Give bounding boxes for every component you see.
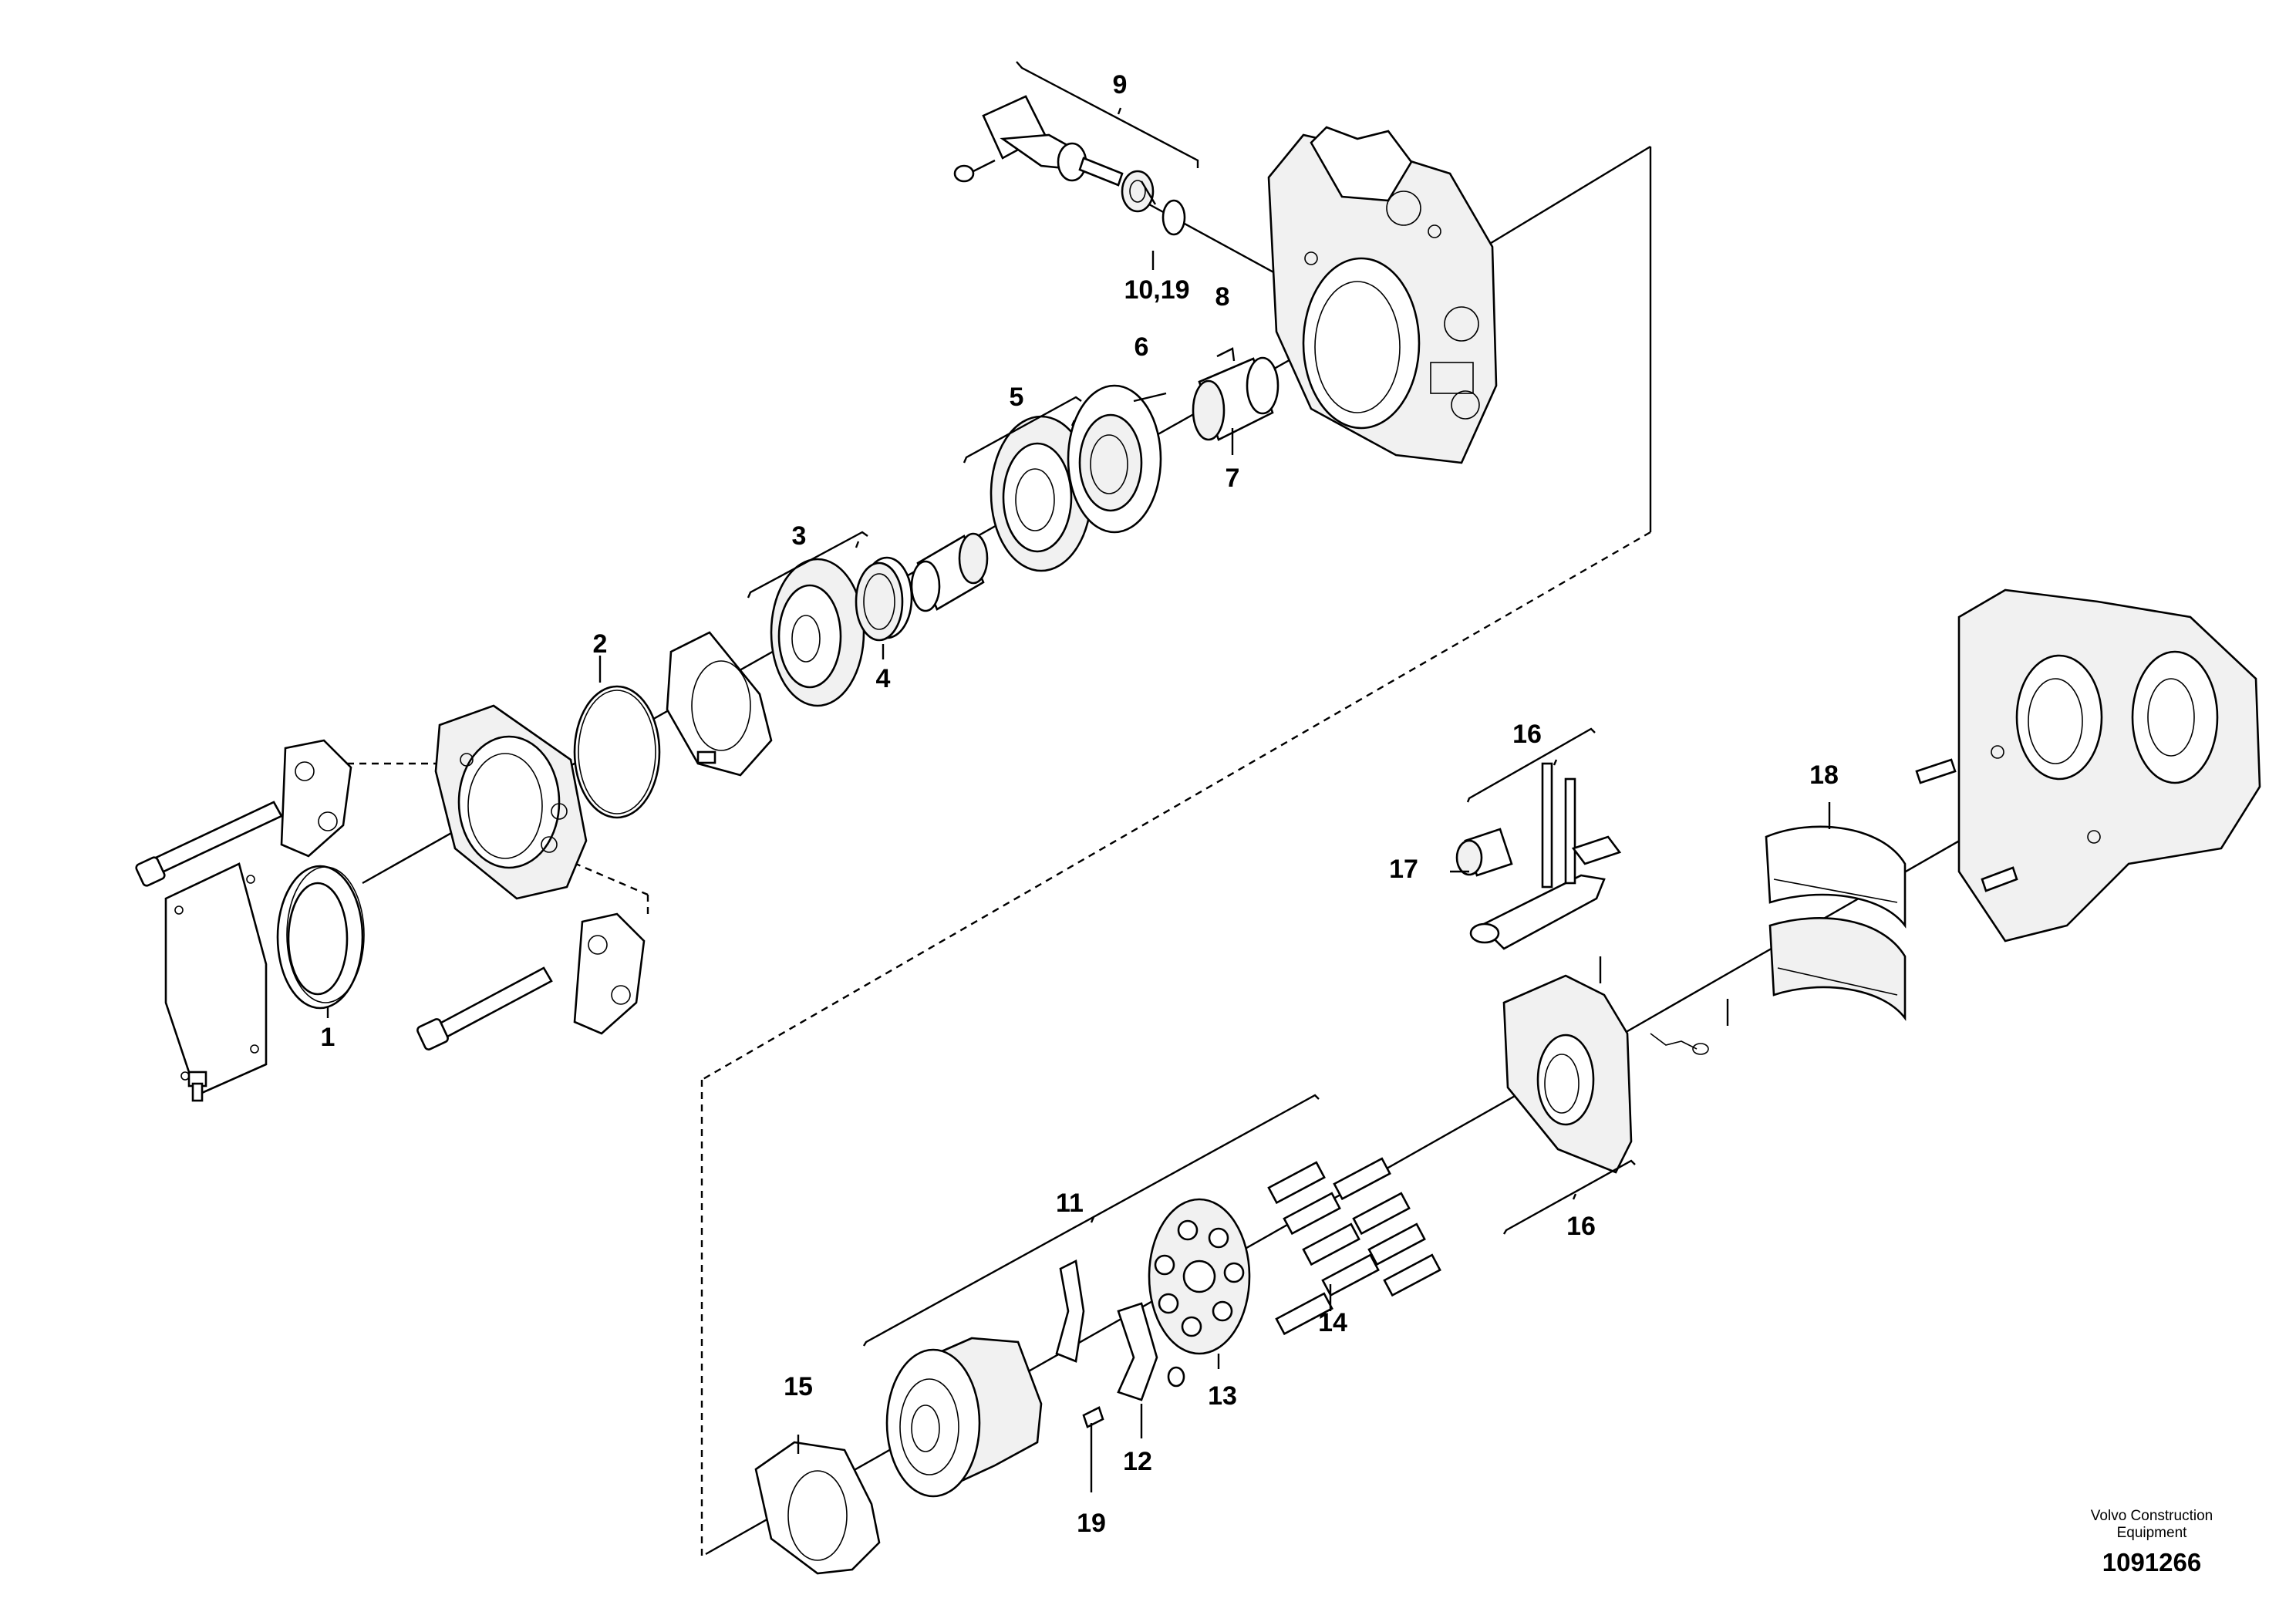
part-2-o-ring (573, 685, 661, 819)
bolt-clamps (280, 739, 646, 1035)
callout-15: 15 (784, 1372, 813, 1401)
part-7-bushing (1192, 356, 1279, 441)
callout-16-top: 16 (1512, 720, 1542, 749)
part-5-gear-pump (990, 384, 1162, 572)
main-pump-housing (1267, 126, 1498, 464)
part-1-shaft-seal (276, 865, 365, 1010)
part-10-o-ring (1161, 199, 1186, 236)
callout-3: 3 (791, 521, 807, 551)
part-4-bearing-ring (855, 556, 913, 642)
callout-19: 19 (1077, 1509, 1106, 1538)
splined-coupling (910, 532, 989, 612)
callout-18: 18 (1809, 760, 1839, 790)
manufacturer-name-line1: Volvo Construction (2090, 1508, 2213, 1524)
part-1-cover-plate (164, 862, 268, 1102)
part-16-yoke-block (1502, 956, 1729, 1174)
callout-4: 4 (875, 664, 891, 693)
callout-8: 8 (1215, 282, 1230, 312)
part-9-sensor (953, 95, 1155, 213)
drawing-number: 1091266 (2102, 1547, 2202, 1576)
drawing-identification: Volvo Construction Equipment 1091266 (2052, 1508, 2252, 1577)
leader-lines (326, 180, 1831, 1492)
part-17-cap (1455, 828, 1513, 877)
callout-1: 1 (320, 1023, 335, 1052)
callout-9: 9 (1112, 70, 1128, 99)
part-19-screw (1082, 1406, 1104, 1469)
part-6-pin (1133, 392, 1167, 403)
callout-14: 14 (1318, 1308, 1347, 1337)
callout-10-19: 10,19 (1124, 275, 1190, 305)
callout-17: 17 (1389, 855, 1418, 884)
part-3-bearing-cover (770, 558, 865, 707)
part-14-pistons (1267, 1157, 1441, 1336)
callout-2: 2 (592, 629, 608, 659)
thrust-plate (666, 631, 773, 777)
front-housing (434, 704, 588, 900)
part-15-valve-plate (754, 1441, 881, 1575)
mounting-bolts (135, 801, 553, 1050)
callout-13: 13 (1208, 1381, 1237, 1411)
manufacturer-name-line2: Equipment (2116, 1524, 2187, 1541)
callout-12: 12 (1123, 1447, 1152, 1476)
part-11-cylinder-block (885, 1337, 1043, 1498)
rear-housing (1915, 588, 2261, 943)
callout-brackets (747, 61, 1636, 1347)
part-12-plate (1055, 1259, 1185, 1401)
callout-16-bottom: 16 (1566, 1212, 1596, 1241)
part-13-retainer-plate (1148, 1198, 1251, 1355)
callout-11: 11 (1056, 1189, 1084, 1218)
part-8-key (1216, 347, 1236, 362)
callout-5: 5 (1009, 383, 1024, 412)
part-18-band (1765, 825, 1907, 1021)
callout-7: 7 (1225, 464, 1240, 493)
callout-6: 6 (1134, 332, 1149, 362)
flange-dashed-links (347, 762, 649, 914)
part-16-arm (1469, 762, 1622, 950)
